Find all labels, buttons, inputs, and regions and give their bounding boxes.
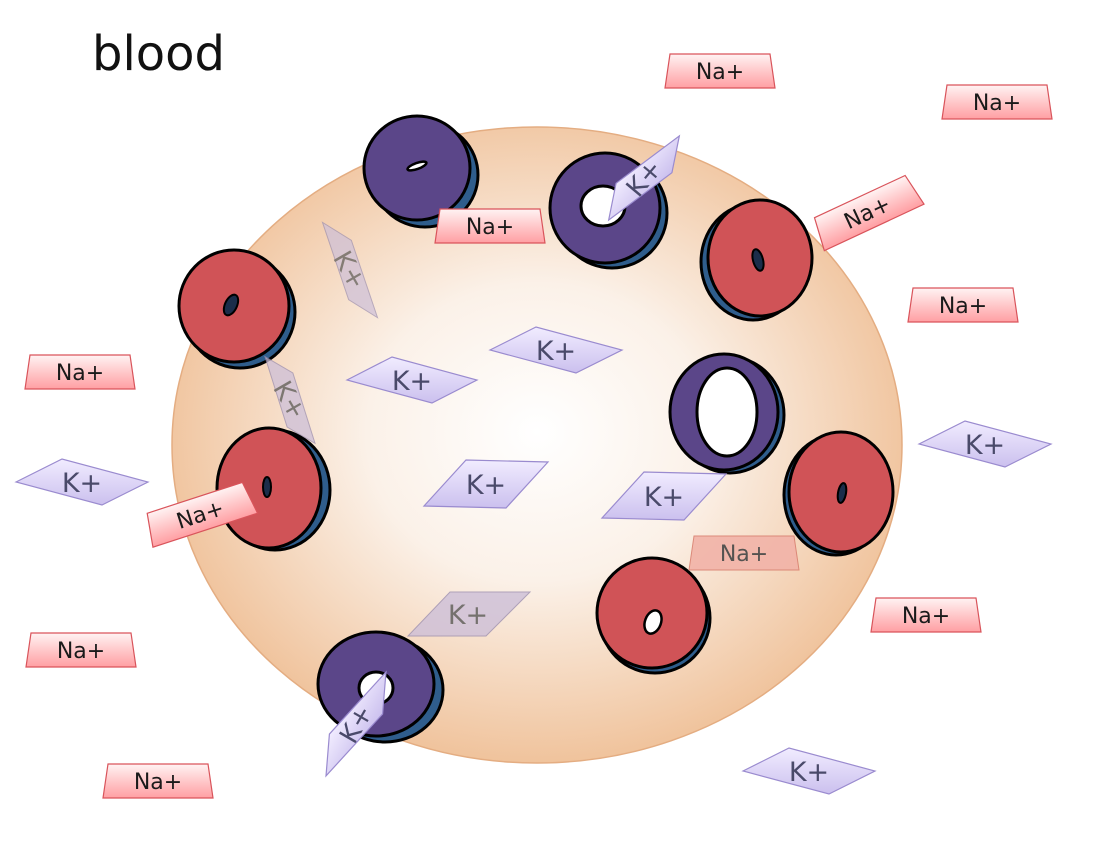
- na-label: Na+: [57, 639, 105, 664]
- na-ion-channel: Na+: [813, 174, 925, 252]
- na-label: Na+: [902, 604, 950, 629]
- k-label: K+: [466, 470, 506, 501]
- na-ion: Na+: [102, 763, 214, 799]
- na-ion: Na+: [941, 84, 1053, 120]
- channel-red-bottom: [595, 556, 712, 675]
- k-label: K+: [965, 430, 1005, 461]
- k-ion: K+: [741, 747, 877, 795]
- channel-red-right: [782, 430, 895, 557]
- na-label: Na+: [939, 294, 987, 319]
- k-ion: K+: [422, 459, 550, 509]
- k-ion: K+: [406, 591, 532, 637]
- na-label: Na+: [696, 60, 744, 85]
- k-ion: K+: [14, 458, 150, 506]
- k-label: K+: [644, 482, 684, 513]
- na-label: Na+: [56, 361, 104, 386]
- channel-purple-right: [668, 352, 786, 475]
- k-ion: K+: [917, 420, 1053, 468]
- k-label: K+: [448, 600, 488, 631]
- na-ion: Na+: [434, 208, 546, 244]
- channel-red-left: [177, 248, 297, 370]
- diagram-title: blood: [92, 26, 226, 82]
- na-label: Na+: [973, 91, 1021, 116]
- na-ion: Na+: [907, 287, 1019, 323]
- na-ion: Na+: [24, 354, 136, 390]
- na-ion: Na+: [25, 632, 137, 668]
- na-ion: Na+: [870, 597, 982, 633]
- k-label: K+: [789, 757, 829, 788]
- na-ion: Na+: [688, 535, 800, 571]
- k-ion: K+: [488, 326, 624, 374]
- k-ion: K+: [345, 356, 479, 404]
- na-label: Na+: [134, 770, 182, 795]
- na-label: Na+: [466, 215, 514, 240]
- k-ion: K+: [264, 355, 316, 445]
- k-label: K+: [392, 366, 432, 397]
- k-ion: K+: [600, 471, 728, 521]
- na-ion: Na+: [664, 53, 776, 89]
- channel-red-top-right: [699, 198, 814, 322]
- k-label: K+: [536, 336, 576, 367]
- na-label: Na+: [720, 542, 768, 567]
- k-label: K+: [62, 468, 102, 499]
- channel-purple-top: [362, 114, 480, 229]
